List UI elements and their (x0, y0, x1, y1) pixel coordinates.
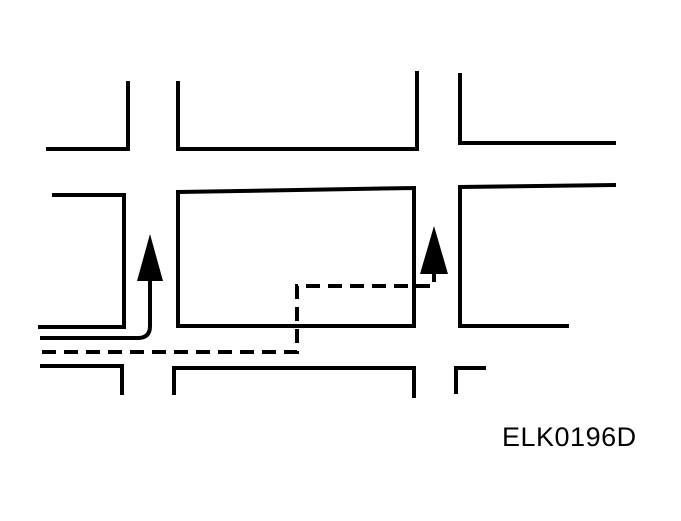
route-line-solid (40, 272, 152, 340)
block-bottom-middle (172, 366, 416, 398)
block-bottom-right (454, 366, 486, 394)
block-middle-center (176, 185, 416, 328)
route-line-dashed (42, 270, 436, 354)
block-top-left (46, 81, 130, 151)
block-middle-left (38, 193, 126, 329)
block-bottom-left (40, 364, 124, 395)
route-arrowhead-solid (137, 234, 163, 281)
block-middle-right (458, 182, 617, 328)
block-top-middle (176, 71, 419, 151)
route-arrowhead-dashed (420, 226, 448, 274)
block-top-right (458, 73, 616, 145)
figure-code-label: ELK0196D (502, 422, 637, 452)
